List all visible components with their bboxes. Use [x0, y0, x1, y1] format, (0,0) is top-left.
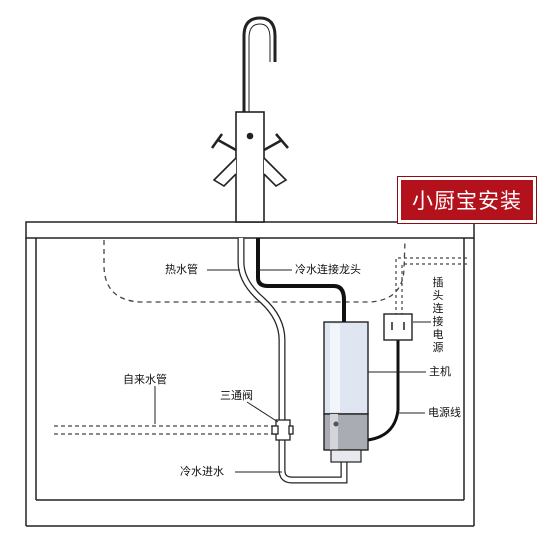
three-way-valve [271, 419, 294, 441]
three-way-valve-label: 三通阀 [220, 389, 253, 402]
socket-power-char: 连 [432, 302, 444, 315]
tap-water-pipe [54, 425, 275, 435]
socket-power-char: 电 [432, 328, 444, 341]
power-cord-label: 电源线 [428, 406, 461, 419]
socket-power-char: 源 [432, 341, 444, 354]
sink-basin-outline [103, 239, 406, 303]
socket-power-char: 头 [432, 289, 444, 302]
tap-water-pipe-label: 自来水管 [123, 373, 167, 386]
power-cord [367, 338, 400, 442]
title-badge: 小厨宝安装 [398, 177, 536, 223]
water-heater [323, 321, 369, 463]
socket-power-char: 接 [432, 315, 444, 328]
cabinet [25, 221, 475, 527]
socket-power-label: 插 头 连 接 电 源 [431, 276, 445, 354]
cold-inlet-label: 冷水进水 [180, 465, 224, 478]
faucet [210, 16, 289, 223]
hot-pipe-label: 热水管 [165, 263, 198, 276]
leader-lines [154, 269, 431, 473]
power-socket [383, 257, 470, 341]
cold-faucet-label: 冷水连接龙头 [295, 263, 361, 276]
socket-power-char: 插 [432, 276, 444, 289]
main-unit-label: 主机 [429, 365, 451, 378]
cold-water-connect-line [256, 238, 346, 322]
